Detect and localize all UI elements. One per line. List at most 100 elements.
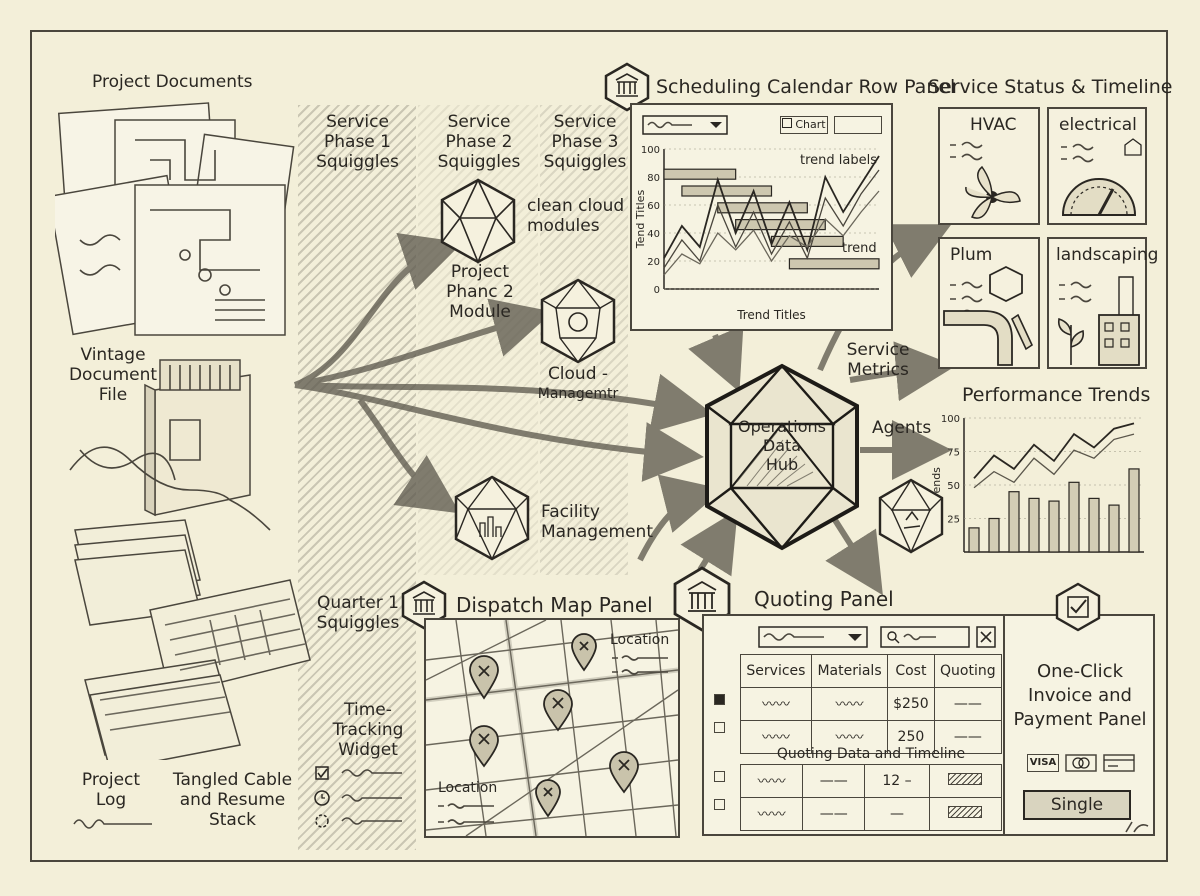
map-pin-icon[interactable] (470, 656, 498, 698)
gantt-bar (718, 203, 808, 213)
tangled-cable-illustration (60, 500, 320, 760)
bar (969, 528, 979, 552)
quoting-panel-title: Quoting Panel (754, 588, 894, 610)
bar (1069, 482, 1079, 552)
plumbing-pipe-icon (940, 265, 1040, 370)
gantt-bar (664, 169, 736, 179)
cloud-management-icon (538, 278, 618, 364)
gantt-bar (682, 186, 772, 196)
quoting-search-input[interactable] (880, 626, 970, 648)
bar (1009, 492, 1019, 552)
bar (1029, 498, 1039, 552)
cell-squiggle: — (865, 798, 929, 831)
cell-hatch (929, 765, 1001, 798)
y-tick-label: 75 (947, 448, 960, 459)
scheduling-panel-title: Scheduling Calendar Row Panel (656, 76, 955, 98)
operations-data-hub-label: OperationsDataHub (732, 417, 832, 474)
credit-card-icon[interactable] (1103, 754, 1135, 772)
y-axis-title: Tend Titles (634, 190, 647, 250)
chart-button[interactable]: Chart (780, 116, 828, 134)
quoting-panel: Services Materials Cost Quoting 〰〰 〰〰 $2… (702, 614, 1004, 836)
time-tracking-label: Time-TrackingWidget (318, 700, 418, 760)
row-checkbox-2[interactable] (714, 722, 725, 733)
scheduling-calendar-panel: Chart 020406080100Tend TitlesTrend Title… (630, 103, 893, 331)
service-card-landscaping-title: landscaping (1056, 245, 1158, 265)
landscaping-building-icon (1049, 265, 1145, 370)
map-pin-icon[interactable] (544, 690, 572, 730)
electrical-gauge-icon (1049, 135, 1149, 225)
quoting-table: Services Materials Cost Quoting 〰〰 〰〰 $2… (740, 654, 1002, 754)
row-checkbox-3[interactable] (714, 771, 725, 782)
visa-card-icon[interactable]: VISA (1027, 754, 1059, 772)
map-pin-icon[interactable] (470, 726, 498, 766)
service-card-landscaping[interactable]: landscaping (1047, 237, 1147, 369)
single-payment-button[interactable]: Single (1023, 790, 1131, 820)
row-checkbox-4[interactable] (714, 799, 725, 810)
y-tick-label: 20 (647, 257, 660, 268)
trend-line (974, 423, 1134, 478)
scheduling-dropdown[interactable] (642, 115, 728, 135)
y-tick-label: 40 (647, 229, 660, 240)
cell-squiggle: —— (803, 765, 865, 798)
facility-management-icon (452, 475, 532, 561)
bar (1109, 505, 1119, 552)
scheduling-toolbar-button[interactable] (834, 116, 882, 134)
cell-cost: $250 (888, 688, 935, 721)
header-services: Services (741, 655, 812, 688)
service-status-title: Service Status & Timeline (928, 76, 1173, 98)
map-pin-icon[interactable] (610, 752, 638, 792)
x-axis-title: Trend Titles (736, 308, 806, 322)
bar (1089, 498, 1099, 552)
quoting-timeline-table: 〰〰 —— 12 – 〰〰 —— — (740, 764, 1002, 831)
agent-module-icon (876, 478, 946, 554)
trend-annotation: trend (842, 239, 877, 259)
hvac-fan-icon (940, 135, 1040, 225)
header-cost: Cost (888, 655, 935, 688)
quoting-header-row: Services Materials Cost Quoting (741, 655, 1002, 688)
bar (1049, 501, 1059, 552)
row-checkbox-1[interactable] (714, 694, 725, 705)
gantt-bar (789, 259, 879, 269)
cell-squiggle: 〰〰 (741, 798, 803, 831)
header-quoting: Quoting (934, 655, 1001, 688)
cell-squiggle: —— (934, 688, 1001, 721)
quoting-close-icon[interactable] (976, 626, 996, 648)
y-tick-label: 0 (654, 285, 660, 296)
invoice-check-badge-icon (1055, 582, 1101, 632)
table-row[interactable]: 〰〰 —— — (741, 798, 1002, 831)
y-tick-label: 100 (941, 414, 960, 425)
y-tick-label: 100 (641, 145, 660, 156)
dispatch-panel-title: Dispatch Map Panel (456, 594, 653, 616)
project-documents-illustration (55, 100, 305, 340)
y-tick-label: 50 (947, 481, 960, 492)
agents-label: Agents (872, 418, 931, 438)
map-pin-icon[interactable] (536, 780, 560, 816)
tangled-cable-label: Tangled Cable and Resume Stack (170, 770, 295, 830)
cell-value: 12 – (865, 765, 929, 798)
map-pin-icon[interactable] (572, 634, 596, 670)
project-log-squiggle (72, 814, 152, 834)
service-card-electrical[interactable]: electrical (1047, 107, 1147, 225)
quoting-subheading: Quoting Data and Timeline (740, 744, 1002, 764)
cell-squiggle: 〰〰 (741, 688, 812, 721)
table-row[interactable]: 〰〰 〰〰 $250 —— (741, 688, 1002, 721)
service-card-plum[interactable]: Plum (938, 237, 1040, 369)
clean-cloud-module-icon (438, 178, 518, 264)
bar (989, 519, 999, 553)
phase2-label: ServicePhase 2Squiggles (420, 112, 538, 172)
dispatch-pins (426, 620, 678, 836)
service-card-hvac[interactable]: HVAC (938, 107, 1040, 225)
table-row[interactable]: 〰〰 —— 12 – (741, 765, 1002, 798)
quoting-dropdown[interactable] (758, 626, 868, 648)
mastercard-icon[interactable] (1065, 754, 1097, 772)
time-tracking-widget[interactable] (312, 765, 412, 835)
trend-labels-annotation: trend labels (800, 151, 877, 171)
